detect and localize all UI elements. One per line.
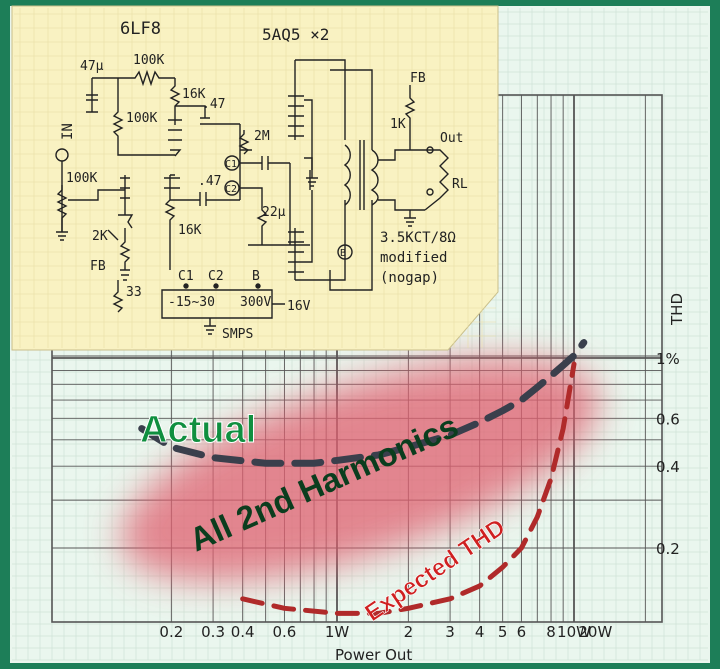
y-tick-label: 1% xyxy=(656,350,680,368)
out-label: Out xyxy=(440,131,463,146)
x-axis-title: Power Out xyxy=(335,646,412,664)
actual-label: Actual xyxy=(140,409,256,451)
cap-in-label: 47μ xyxy=(80,59,104,74)
y-axis-title: THD xyxy=(668,293,686,326)
x-tick-label: 2 xyxy=(404,623,414,641)
supply-c1-label: C1 xyxy=(178,269,194,284)
x-tick-label: 0.6 xyxy=(272,623,296,641)
r-1k-label: 1K xyxy=(390,117,406,132)
r-2k-label: 2K xyxy=(92,229,108,244)
r-plate-label: 16K xyxy=(182,87,206,102)
supply-16v-label: 16V xyxy=(287,299,311,314)
cap1-label: .47 xyxy=(202,97,225,112)
x-tick-label: 0.3 xyxy=(201,623,225,641)
harmonics-highlight xyxy=(120,358,600,582)
supply-b-label: B xyxy=(252,269,260,284)
b-circle-label: B xyxy=(340,248,346,259)
x-tick-label: 3 xyxy=(445,623,455,641)
xfmr-label-2: modified xyxy=(380,250,447,266)
x-tick-label: 4 xyxy=(475,623,485,641)
r-mid-label: 100K xyxy=(126,111,157,126)
xfmr-label-1: 3.5KCT/8Ω xyxy=(380,230,456,246)
x-tick-label: 0.2 xyxy=(159,623,183,641)
r-16k2-label: 16K xyxy=(178,223,202,238)
fb1-label: FB xyxy=(90,259,106,274)
supply-c2-label: C2 xyxy=(208,269,224,284)
r-top-label: 100K xyxy=(133,53,164,68)
y-tick-label: 0.2 xyxy=(656,540,680,558)
y-tick-label: 0.4 xyxy=(656,458,680,476)
smps-label: SMPS xyxy=(222,327,253,342)
supply-v-label: 300V xyxy=(240,295,271,310)
x-tick-label: 10W xyxy=(557,623,591,641)
tube1-label: 6LF8 xyxy=(120,19,161,39)
x-tick-label: 0.4 xyxy=(231,623,255,641)
y-tick-label: 0.6 xyxy=(656,410,680,428)
c1-circle-label: C1 xyxy=(225,159,237,170)
r-33-label: 33 xyxy=(126,285,142,300)
rl-label: RL xyxy=(452,177,468,192)
schematic-wiring xyxy=(55,59,449,335)
x-tick-label: 20W xyxy=(578,623,612,641)
pot-label: 100K xyxy=(66,171,97,186)
supply-range-label: -15~30 xyxy=(168,295,215,310)
x-tick-label: 6 xyxy=(517,623,527,641)
r-2m-label: 2M xyxy=(254,129,270,144)
cap-22-label: 22μ xyxy=(262,205,286,220)
input-label: IN xyxy=(60,123,76,140)
schematic-note: 6LF8 5AQ5 ×2 47μ 100K 16K 100K .47 2M IN… xyxy=(11,5,499,351)
x-tick-label: 8 xyxy=(546,623,556,641)
x-tick-label: 5 xyxy=(498,623,508,641)
c2-circle-label: C2 xyxy=(225,184,237,195)
x-tick-label: 1W xyxy=(325,623,350,641)
tube2-label: 5AQ5 ×2 xyxy=(262,25,329,44)
cap2-label: .47 xyxy=(198,174,221,189)
xfmr-label-3: (nogap) xyxy=(380,270,439,286)
fb2-label: FB xyxy=(410,71,426,86)
